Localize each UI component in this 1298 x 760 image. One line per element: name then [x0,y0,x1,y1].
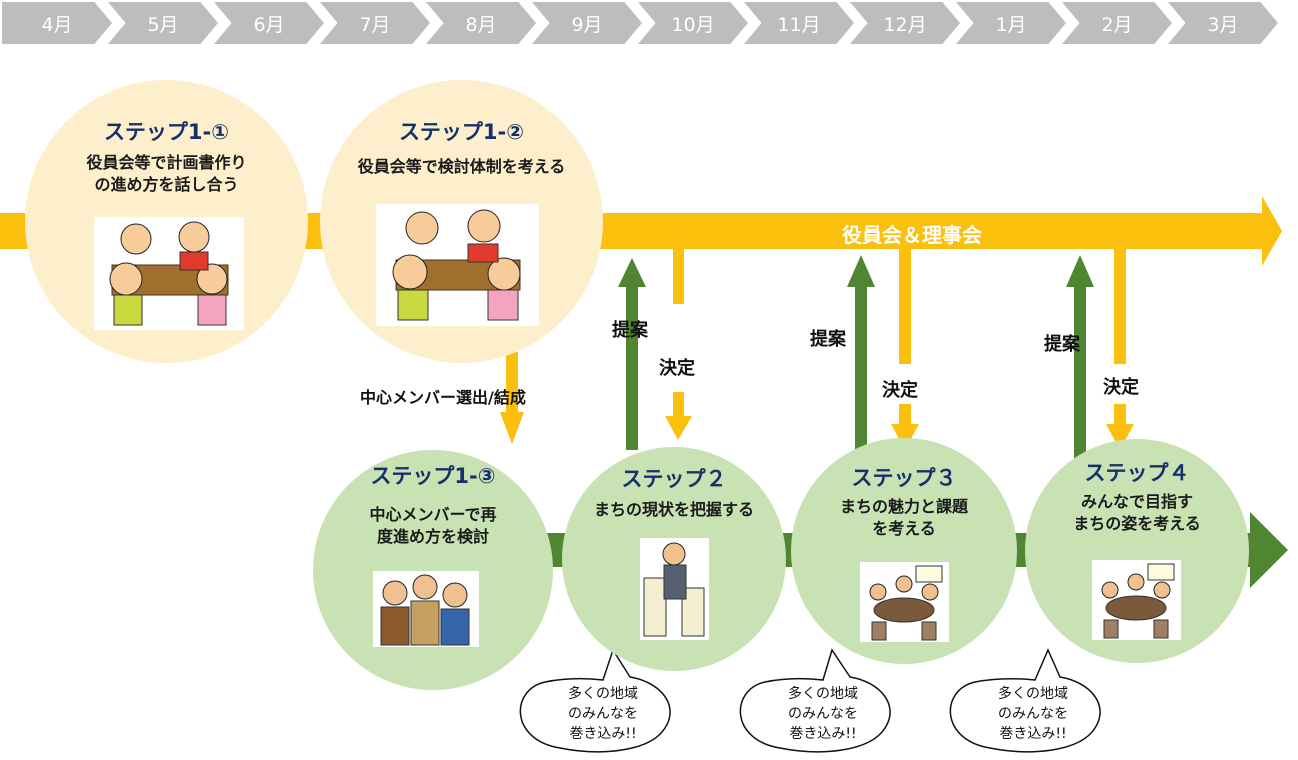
step-2-desc-line1: まちの現状を把握する [593,500,754,519]
month-chevron-nov: 11月 [744,2,854,44]
documents-illustration [640,538,709,640]
speech-bubbles [519,648,1101,753]
speech-bubble-1-text: 多くの地域 のみんなを 巻き込み!! [548,684,658,744]
decision-arrow-2-shaft-top [673,249,684,304]
formation-arrowhead [500,412,524,444]
step-3-title: ステップ３ [851,466,957,490]
speech-bubble-3-line3: 巻き込み!! [999,726,1067,742]
meeting-illustration-2 [376,204,539,326]
step-1-3-title: ステップ1-③ [370,464,496,488]
proposal-label-step4: 提案 [1044,334,1080,355]
speech-bubble-2-line2: のみんなを [788,706,858,722]
decision-label-step4: 決定 [1103,377,1139,398]
step-1-2-desc-line1: 役員会等で検討体制を考える [357,157,566,176]
proposal-arrow-4-head [1066,255,1094,287]
decision-arrow-3-shaft-top [899,249,911,364]
formation-label: 中心メンバー選出/結成 [360,388,526,407]
round-table-illustration-1 [860,562,949,642]
speech-bubble-3 [949,648,1101,753]
month-chevron-jun: 6月 [214,2,324,44]
decision-arrow-3-shaft-bottom [899,404,911,424]
speech-bubble-1-line3: 巻き込み!! [569,726,637,742]
speech-bubble-1 [519,648,671,753]
step-1-1-title: ステップ1-① [103,120,230,144]
month-chevron-may: 5月 [108,2,218,44]
decision-label-step2: 決定 [659,358,695,379]
step-1-3-desc-line2: 度進め方を検討 [376,527,489,546]
month-chevron-oct: 10月 [638,2,748,44]
month-chevron-feb: 2月 [1062,2,1172,44]
decision-label-step3: 決定 [882,380,918,401]
step-2-title: ステップ２ [621,467,727,491]
decision-arrow-4-shaft-bottom [1114,404,1126,424]
month-chevron-apr: 4月 [2,2,112,44]
step-4-desc-line1: みんなで目指す [1080,492,1193,511]
speech-bubble-3-text: 多くの地域 のみんなを 巻き込み!! [978,684,1088,744]
board-arrowhead [1262,196,1282,266]
month-chevron-jul: 7月 [320,2,430,44]
speech-bubble-2-line3: 巻き込み!! [789,726,857,742]
formation-arrow-shaft [506,352,518,412]
speech-bubble-1-line1: 多くの地域 [568,686,638,702]
round-table-illustration-2 [1092,560,1181,640]
month-chevron-dec: 12月 [850,2,960,44]
proposal-label-step3: 提案 [810,329,846,350]
speech-bubble-2 [739,648,891,753]
proposal-arrow-3-shaft [855,285,867,455]
decision-arrow-2-shaft-bottom [673,392,684,416]
decision-arrow-2-head [665,416,692,440]
step-1-1-desc-line2: の進め方を話し合う [94,175,239,194]
people-illustration [373,571,479,647]
speech-bubble-1-line2: のみんなを [568,706,638,722]
board-label: 役員会＆理事会 [842,223,982,247]
decision-arrow-4-head [1106,424,1134,450]
decision-arrow-3-head [891,424,919,450]
speech-bubble-2-line1: 多くの地域 [788,686,858,702]
month-chevron-sep: 9月 [532,2,642,44]
proposal-arrow-2-head [618,258,646,287]
speech-bubble-3-line1: 多くの地域 [998,686,1068,702]
decision-arrow-4-shaft-top [1114,249,1126,364]
proposal-arrow-2-shaft [626,285,638,450]
proposal-label-step2: 提案 [612,320,648,341]
step-4-title: ステップ４ [1084,461,1190,485]
month-chevron-jan: 1月 [956,2,1066,44]
step-3-desc-line1: まちの魅力と課題 [839,497,968,516]
step-1-1-desc-line1: 役員会等で計画書作り [86,153,247,172]
process-arrowhead [1250,512,1288,588]
proposal-arrow-3-head [847,255,875,287]
speech-bubble-2-text: 多くの地域 のみんなを 巻き込み!! [768,684,878,744]
step-1-3-circle: ステップ1-③ 中心メンバーで再 度進め方を検討 [313,450,553,690]
meeting-illustration-1 [94,217,244,330]
step-4-desc-line2: まちの姿を考える [1073,514,1201,533]
proposal-arrow-4-shaft [1074,285,1086,460]
step-3-desc-line2: を考える [872,519,936,538]
speech-bubble-3-line2: のみんなを [998,706,1068,722]
month-chevron-aug: 8月 [426,2,536,44]
month-chevron-mar: 3月 [1168,2,1278,44]
step-1-3-desc-line1: 中心メンバーで再 [369,505,497,524]
step-1-2-title: ステップ1-② [398,120,525,144]
